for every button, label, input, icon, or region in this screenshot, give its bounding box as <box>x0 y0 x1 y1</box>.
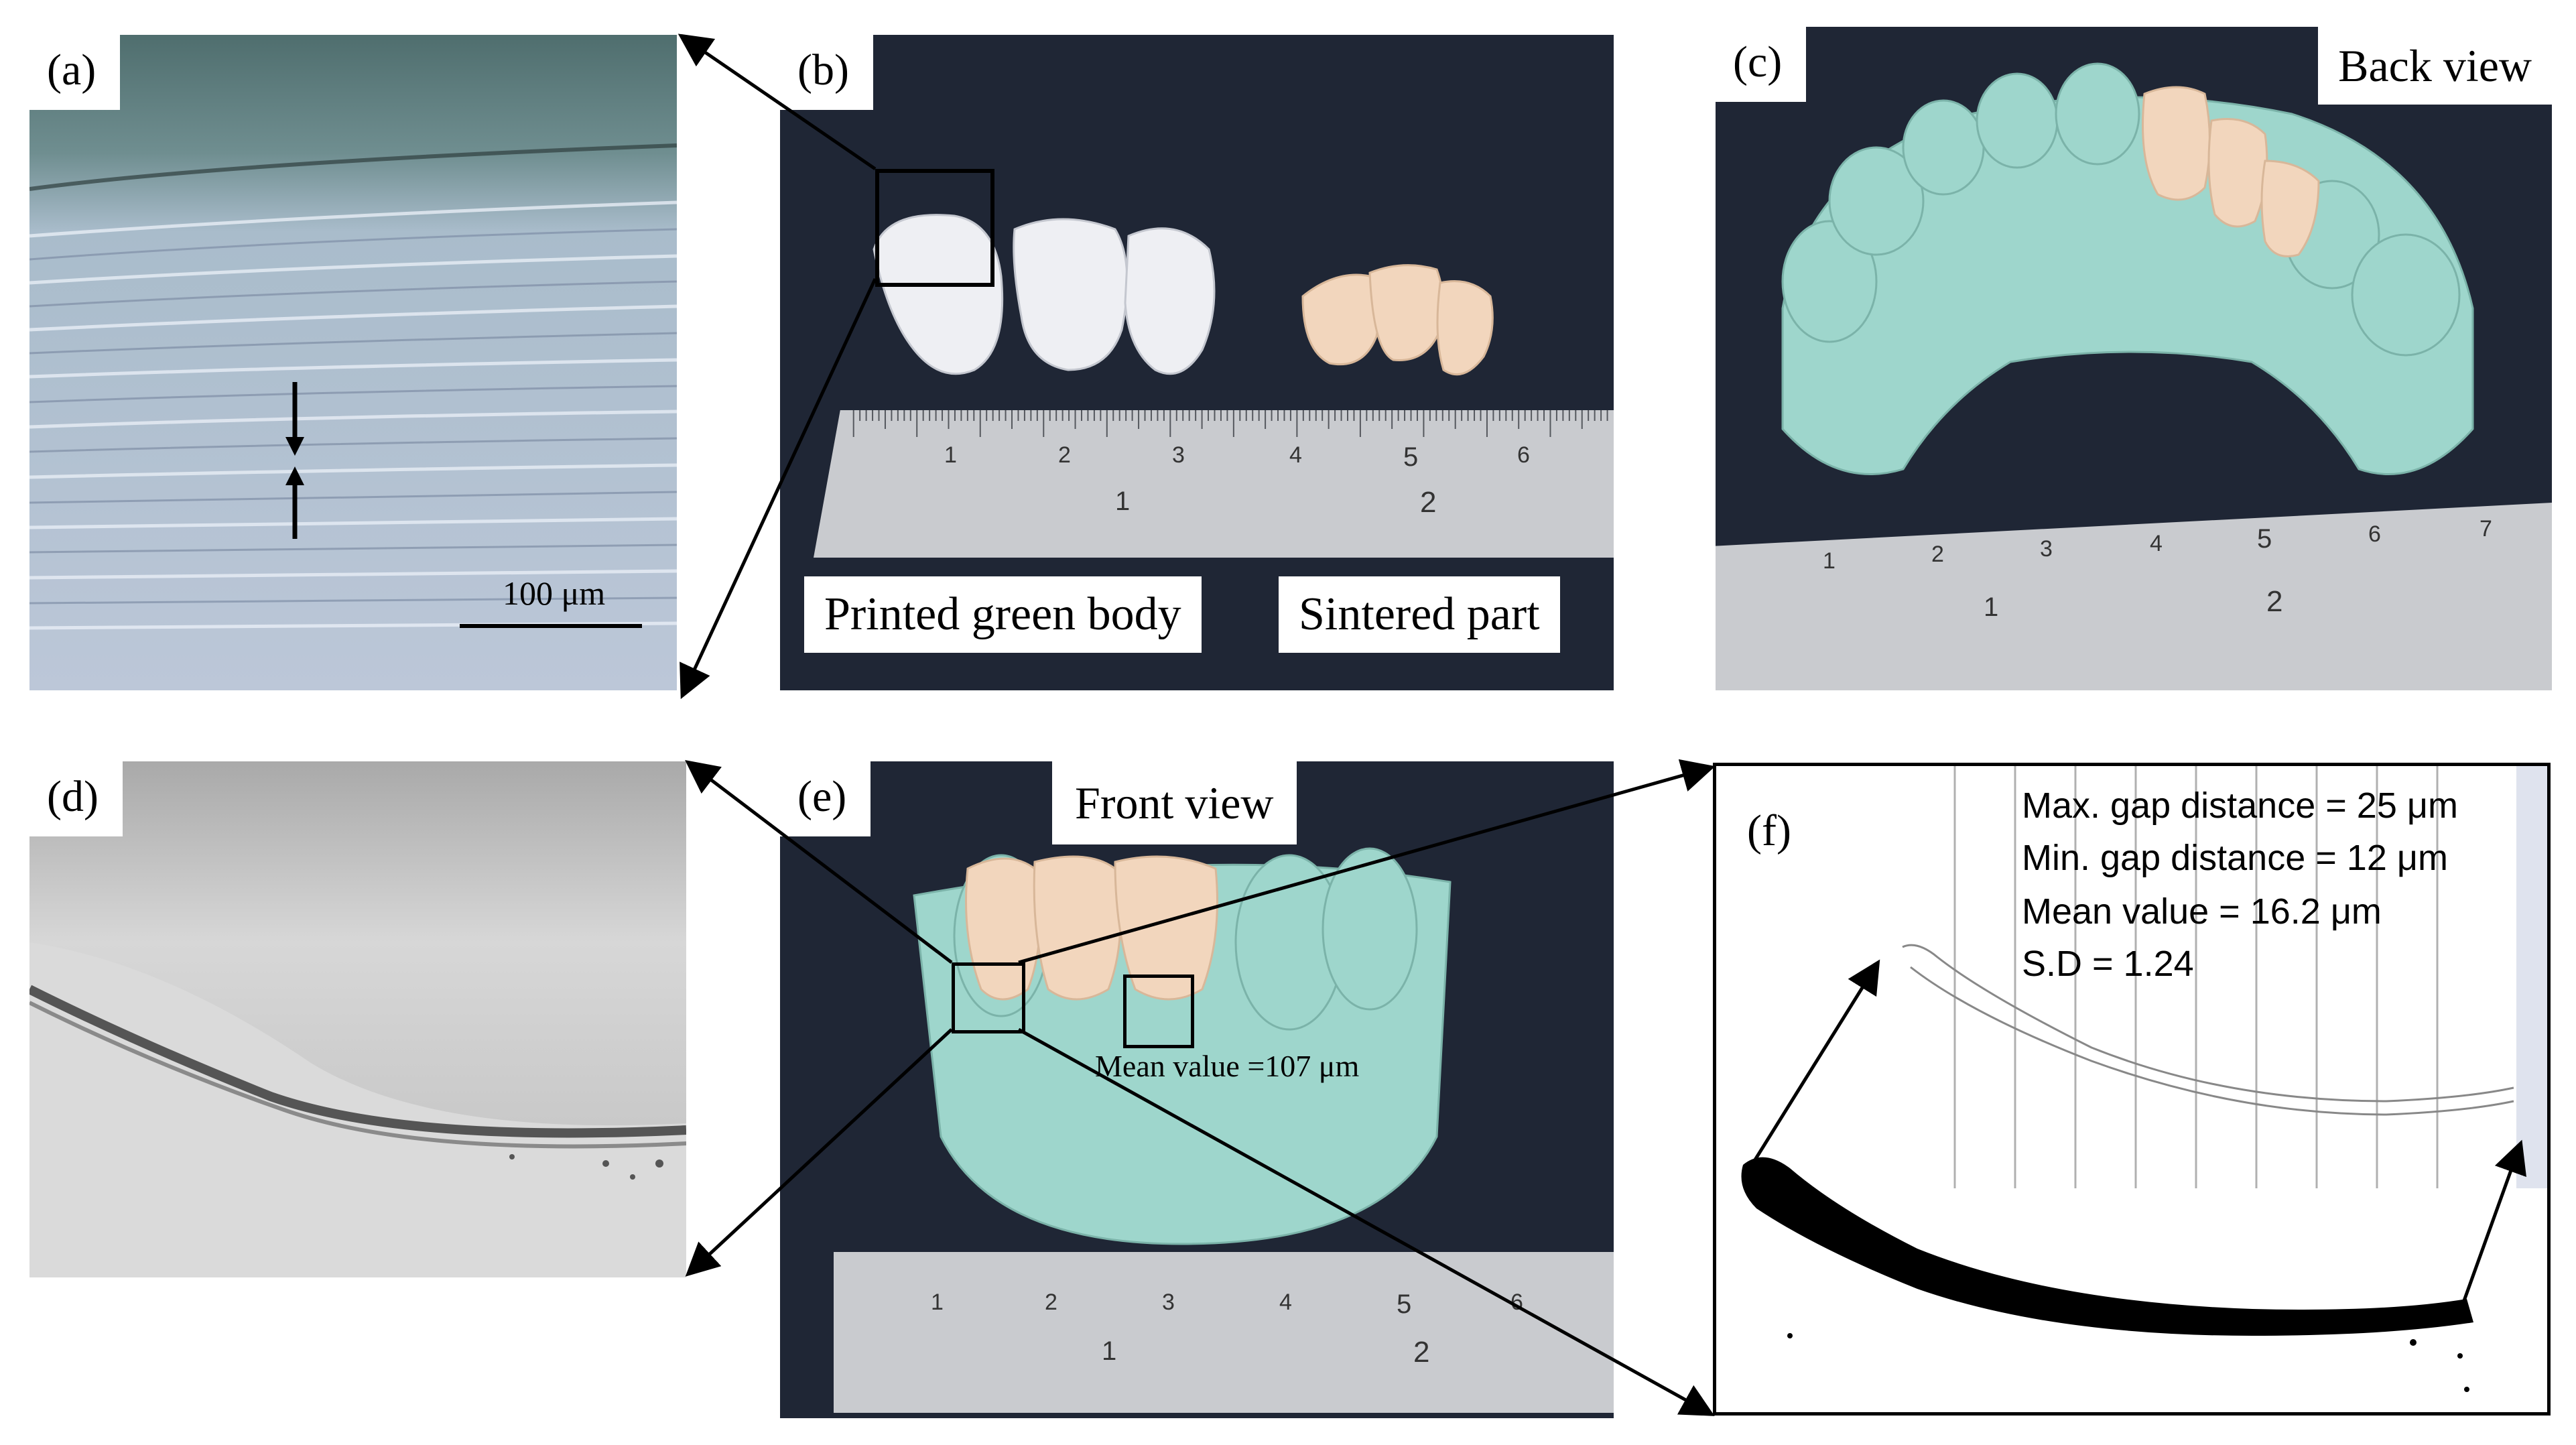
ruler-num: 4 <box>1279 1290 1292 1315</box>
ruler-num: 3 <box>1162 1290 1175 1315</box>
ruler <box>834 1252 1614 1413</box>
ruler-num: 2 <box>1420 486 1437 519</box>
gap-line <box>29 985 686 1138</box>
ruler-num: 4 <box>1289 442 1302 468</box>
layer-thickness-arrows <box>285 382 304 539</box>
layer-micrograph <box>29 35 677 690</box>
stat-min-gap: Min. gap distance = 12 μm <box>2022 838 2448 878</box>
caption-printed-green-body: Printed green body <box>804 576 1202 653</box>
panel-c-photo: 1 2 3 4 5 6 7 1 2 Back view (c) <box>1716 27 2552 690</box>
panel-c-label: (c) <box>1716 27 1807 102</box>
ruler-num: 1 <box>1115 487 1131 516</box>
ruler-num: 3 <box>1172 442 1185 468</box>
ruler-num: 5 <box>2257 524 2272 554</box>
ruler-num: 2 <box>1045 1290 1057 1315</box>
panel-f-measurement: Max. gap distance = 25 μm Min. gap dista… <box>1713 763 2551 1416</box>
scale-bar-label: 100 μm <box>503 574 606 612</box>
ruler-num: 4 <box>2150 531 2163 556</box>
view-label-front: Front view <box>1052 761 1297 844</box>
zoom-box <box>875 169 994 287</box>
sintered-crowns-back <box>2142 86 2320 257</box>
ruler-num: 1 <box>1823 548 1836 574</box>
ruler-num: 1 <box>1984 592 1999 622</box>
panel-a-micrograph: 100 μm (a) <box>29 35 677 690</box>
panel-d-label: (d) <box>29 761 123 836</box>
panel-b-photo: 1 2 3 4 5 6 1 2 Printed green body Sinte… <box>780 35 1614 690</box>
caption-sintered-part: Sintered part <box>1279 576 1560 653</box>
ruler <box>814 410 1614 558</box>
ruler-num: 1 <box>931 1290 944 1315</box>
panel-a-label: (a) <box>29 35 121 110</box>
ruler-num: 5 <box>1403 442 1419 472</box>
gap-profile-black <box>1741 1157 2473 1336</box>
ruler-num: 3 <box>2040 536 2053 562</box>
stat-mean: Mean value = 16.2 μm <box>2022 891 2382 932</box>
ruler-num: 6 <box>1517 442 1530 468</box>
ruler-num: 2 <box>2266 585 2283 618</box>
panel-f-label: (f) <box>1747 806 1791 855</box>
ruler-num: 6 <box>2368 521 2381 547</box>
ruler-num: 7 <box>2480 516 2492 542</box>
ruler-num: 2 <box>1931 542 1944 567</box>
view-label-back: Back view <box>2318 27 2552 105</box>
panel-d-micrograph: (d) <box>29 761 686 1277</box>
mean-value-annotation: Mean value =107 μm <box>1095 1049 1360 1083</box>
stat-max-gap: Max. gap distance = 25 μm <box>2022 786 2458 826</box>
zoom-box-left <box>952 962 1025 1033</box>
printed-green-body <box>873 214 1216 375</box>
ruler-num: 2 <box>1413 1336 1430 1369</box>
ruler-num: 5 <box>1397 1290 1412 1319</box>
panel-e-label: (e) <box>780 761 871 836</box>
ruler-num: 1 <box>1102 1336 1117 1366</box>
ruler-num: 1 <box>944 442 957 468</box>
gap-outline <box>1902 944 2514 1116</box>
ruler-num: 6 <box>1510 1290 1523 1315</box>
ruler <box>1716 503 2552 690</box>
measurement-grid-lines <box>1953 766 2439 1188</box>
panel-e-photo: Mean value =107 μm 1 2 3 4 5 6 1 2 Front… <box>780 761 1614 1418</box>
ruler-num: 2 <box>1058 442 1071 468</box>
panel-b-label: (b) <box>780 35 873 110</box>
sintered-part <box>1301 264 1494 376</box>
stat-sd: S.D = 1.24 <box>2022 944 2194 984</box>
zoom-box-right <box>1123 975 1194 1048</box>
